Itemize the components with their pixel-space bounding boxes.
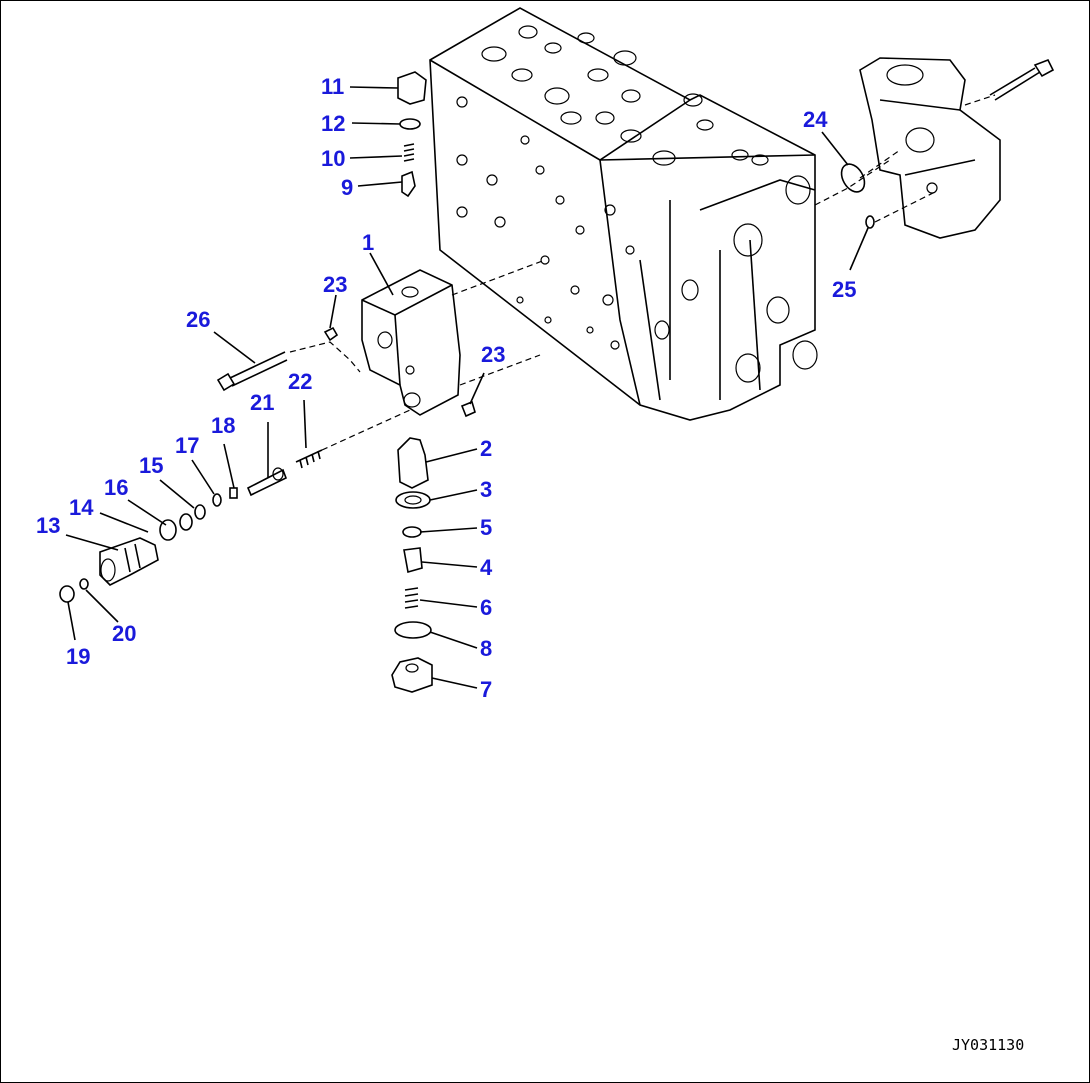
part-1-housing (361, 269, 461, 416)
callout-1: 1 (362, 230, 374, 255)
callout-5: 5 (480, 515, 492, 540)
callout-14: 14 (69, 495, 94, 520)
callout-15: 15 (139, 453, 163, 478)
callout-17: 17 (175, 433, 199, 458)
parts-2-8-stack (391, 437, 433, 693)
callout-7: 7 (480, 677, 492, 702)
side-block (859, 57, 1055, 239)
callout-18: 18 (211, 413, 235, 438)
callout-19: 19 (66, 644, 90, 669)
parts-13-22-stack (59, 326, 476, 603)
callout-20: 20 (112, 621, 136, 646)
callout-9: 9 (341, 175, 353, 200)
callout-6: 6 (480, 595, 492, 620)
callout-25: 25 (832, 277, 856, 302)
assembly-lines (289, 94, 996, 451)
callout-21: 21 (250, 390, 274, 415)
callout-22: 22 (288, 369, 312, 394)
callout-24: 24 (803, 107, 828, 132)
main-valve-block (429, 7, 818, 421)
callout-3: 3 (480, 477, 492, 502)
callout-10: 10 (321, 146, 345, 171)
parts-24-25 (840, 163, 875, 229)
callout-2: 2 (480, 436, 492, 461)
drawing-code: JY031130 (952, 1036, 1024, 1054)
callout-12: 12 (321, 111, 345, 136)
callout-26: 26 (186, 307, 210, 332)
callout-8: 8 (480, 636, 492, 661)
callout-23-top: 23 (323, 272, 347, 297)
leader-lines (65, 86, 869, 689)
callout-11: 11 (321, 74, 344, 99)
callout-23-right: 23 (481, 342, 505, 367)
callout-16: 16 (104, 475, 128, 500)
parts-9-12 (397, 71, 427, 198)
callout-labels: 1 2 3 4 5 6 7 8 9 10 11 12 13 14 15 16 1… (36, 74, 856, 702)
callout-4: 4 (480, 555, 493, 580)
callout-13: 13 (36, 513, 60, 538)
